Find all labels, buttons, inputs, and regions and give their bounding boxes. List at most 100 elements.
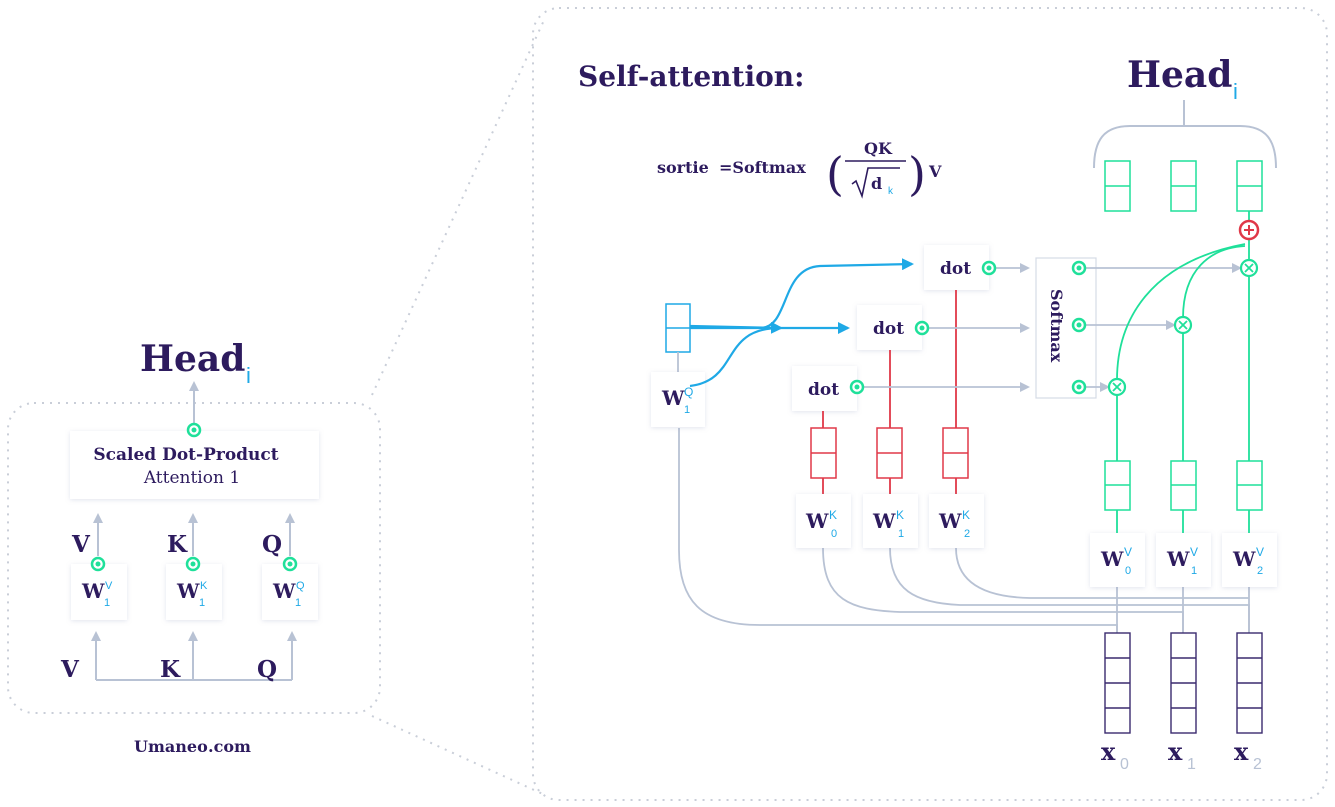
left-input-v: V [60,656,80,683]
wire-wk1 [889,547,1250,633]
left-node-q-core [287,561,293,567]
left-node-k-core [190,561,196,567]
wv-box-2 [1222,533,1277,587]
dot1-node-core [919,325,925,331]
wk0-sup: K [829,508,837,522]
input-x1: x [1168,737,1183,766]
scaled-dot-product-box [70,431,319,499]
right-head-subscript: i [1233,79,1238,104]
dot-boxes: dot dot dot [792,245,989,411]
multiply-icon-0-x [1112,382,1122,392]
input-x0: x [1101,737,1116,766]
wv-boxes: W V 0 W V 1 W V 2 [1090,533,1277,587]
formula-denominator-sub: k [888,186,894,197]
scaled-dot-product-title: Scaled Dot-Product [93,445,278,465]
softmax-node-1-core [1076,322,1082,328]
softmax-box [1035,257,1097,399]
softmax-outputs [1086,263,1242,392]
formula-numerator: QK [864,139,893,158]
right-head-title: Head [1127,54,1232,96]
input-x2-sub: 2 [1253,756,1262,773]
wk1-w: W [872,509,896,533]
multiply-icon-1-x [1178,320,1188,330]
zoom-connector-top [371,17,546,396]
softmax-node-2-core [1076,384,1082,390]
wv0-sup: V [1124,545,1132,559]
left-input-k: K [160,656,181,683]
sum-icon-plus [1244,225,1254,235]
scaled-dot-product-subtitle: Attention 1 [143,468,240,488]
input-vector-2-divs [1237,657,1262,709]
wk2-sub: 2 [964,528,970,540]
wv0-w: W [1100,547,1124,571]
watermark-name: Umaneo [134,737,208,756]
wk-box-0 [796,494,851,548]
wq-w: W [661,386,685,410]
wk1-sub: 1 [898,528,904,540]
input-labels: x 0 x 1 x 2 [1101,737,1262,773]
left-output-v: V [71,531,91,558]
formula-paren-right: ) [908,147,926,201]
left-weight-v-sup: V [105,580,113,592]
left-weight-q-w: W [272,579,296,603]
wv-box-1 [1156,533,1211,587]
multiply-icon-2-x [1244,263,1254,273]
left-weight-box-v [71,564,127,620]
query-arrow-bypass [689,322,850,388]
wq-box [651,372,705,427]
value-vectors [1104,460,1263,511]
multiply-nodes [1107,258,1259,397]
wq-sub: 1 [684,404,690,416]
dot-box-0 [924,245,989,290]
value-sum-curve-1 [1182,245,1246,319]
input-vector-1-divs [1171,657,1196,709]
query-arrows [689,258,914,388]
left-weight-k-w: W [176,579,200,603]
left-weight-q-sup: Q [296,580,305,592]
left-weight-box-q [262,564,318,620]
dot2-node-core [854,384,860,390]
formula-paren-left: ( [826,147,844,201]
key-vectors [810,427,969,479]
left-input-q: Q [257,656,277,683]
watermark-domain: .com [208,737,251,756]
wv2-sub: 2 [1257,565,1263,577]
input-vectors [1104,632,1263,734]
head-output-vectors [1104,160,1263,212]
softmax-node-0-core [1076,265,1082,271]
formula: sortie =Softmax ( QK d k ) V [657,139,942,201]
input-wiring [678,428,1250,633]
wk-box-1 [863,494,918,548]
softmax-label: Softmax [1047,289,1066,363]
wk1-sup: K [896,508,904,522]
left-node-v-core [95,561,101,567]
formula-denominator: d [871,174,882,193]
wv1-w: W [1166,547,1190,571]
wk-boxes: W K 0 W K 1 W K 2 [796,494,984,548]
left-head-title: Head [140,338,245,380]
formula-lhs: sortie [657,158,709,177]
input-vector-0-divs [1105,657,1130,709]
left-weight-v-sub: 1 [104,597,110,609]
formula-tail: V [928,162,942,181]
wire-wk2 [955,547,1249,599]
dot0-node-core [986,265,992,271]
wk2-sup: K [962,508,970,522]
softmax-output-nodes [1071,260,1087,395]
wk0-sub: 0 [831,528,837,540]
value-sum-curve-0 [1116,243,1246,381]
left-output-q: Q [262,531,282,558]
wv-box-0 [1090,533,1145,587]
dot-label-2: dot [808,380,839,400]
left-weight-q-sub: 1 [295,597,301,609]
wv1-sup: V [1190,545,1198,559]
key-wires [822,290,957,494]
dot-box-2 [792,366,857,411]
wv1-sub: 1 [1191,565,1197,577]
query-arrow-to-dot1 [689,321,783,334]
left-weights: V W V 1 K W K 1 Q W Q 1 [71,513,318,620]
wk-box-2 [929,494,984,548]
left-head-subscript: i [246,363,251,388]
right-panel-frame [532,7,1328,801]
